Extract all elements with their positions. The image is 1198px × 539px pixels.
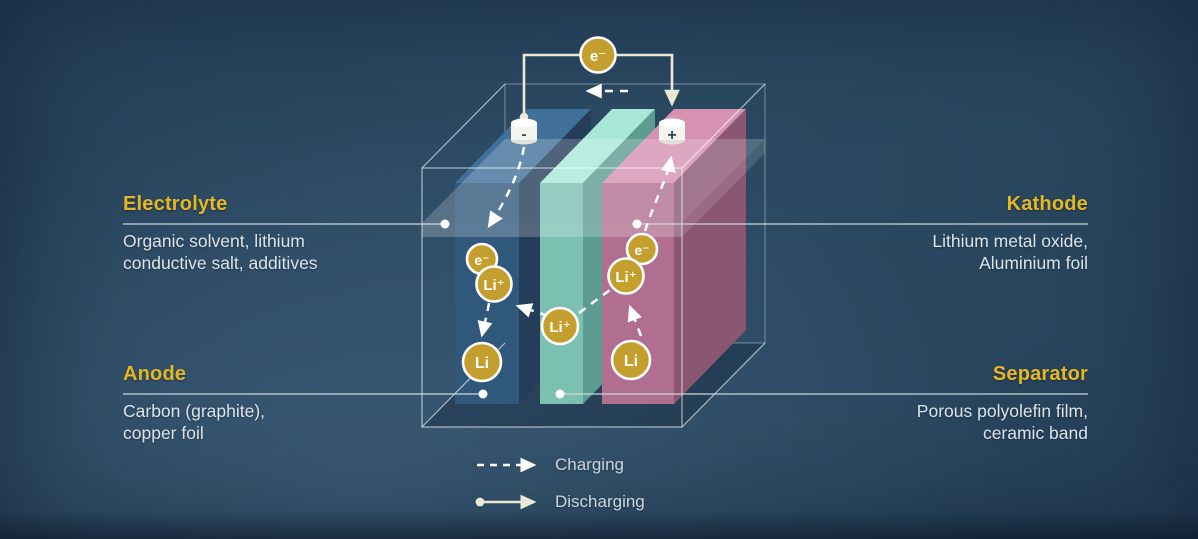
electrolyte-lead-dot (440, 219, 450, 229)
kathode-lithium-icon: Li (610, 339, 652, 381)
anode-lead-dot (478, 389, 488, 399)
case-front-edges (421, 83, 766, 428)
negative-terminal-icon: - (511, 118, 537, 145)
electrolyte-desc-line2: conductive salt, additives (123, 253, 318, 273)
electrolyte-desc-line1: Organic solvent, lithium (123, 231, 305, 251)
electrolyte-layer (422, 139, 765, 237)
separator-label-block: Separator Porous polyolefin film, cerami… (788, 362, 1088, 444)
separator-desc-line2: ceramic band (982, 423, 1088, 443)
anode-desc-line2: copper foil (123, 423, 204, 443)
anode-title: Anode (123, 363, 187, 385)
svg-text:e⁻: e⁻ (634, 242, 649, 258)
kathode-title: Kathode (1006, 193, 1088, 215)
positive-terminal-icon: + (659, 118, 685, 145)
lead-lines (123, 223, 1088, 395)
electrolyte-label-block: Electrolyte Organic solvent, lithium con… (123, 192, 423, 274)
separator-ion-icon: Li⁺ (540, 306, 580, 346)
svg-text:e⁻: e⁻ (590, 48, 606, 65)
separator-lead-dot (555, 389, 565, 399)
svg-text:Li: Li (475, 355, 489, 372)
separator-title: Separator (992, 363, 1088, 385)
kathode-desc-line2: Aluminium foil (979, 253, 1088, 273)
positive-sign: + (667, 127, 676, 144)
negative-sign: - (522, 126, 527, 143)
arrow-electron-to-plus (643, 155, 676, 232)
particles: e⁻ e⁻ Li⁺ Li Li⁺ e⁻ (461, 36, 659, 383)
svg-text:Li⁺: Li⁺ (549, 319, 570, 336)
anode-label-block: Anode Carbon (graphite), copper foil (123, 362, 423, 444)
svg-text:Li: Li (624, 353, 638, 370)
legend-discharging-arrow-icon (475, 494, 537, 510)
arrow-anode-ion-to-li (477, 302, 493, 338)
kathode-electron-icon: e⁻ (625, 232, 659, 266)
arrow-kathode-li-to-ion (627, 304, 643, 337)
kathode-lead-dot (632, 219, 642, 229)
separator-desc-line1: Porous polyolefin film, (916, 401, 1088, 421)
lead-dots (440, 219, 642, 399)
wire-electron-icon: e⁻ (579, 36, 617, 74)
kathode-desc-line1: Lithium metal oxide, (932, 231, 1088, 251)
anode-lithium-icon: Li (461, 341, 503, 383)
kathode-label-block: Kathode Lithium metal oxide, Aluminium f… (788, 192, 1088, 274)
svg-text:Li⁺: Li⁺ (615, 269, 636, 286)
anode-desc-line1: Carbon (graphite), (123, 401, 266, 421)
svg-text:Li⁺: Li⁺ (483, 277, 504, 294)
legend-discharging-label: Discharging (555, 492, 645, 511)
kathode-ion-icon: Li⁺ (607, 257, 645, 295)
electrolyte-title: Electrolyte (123, 193, 228, 215)
anode-ion-icon: Li⁺ (475, 265, 513, 303)
arrow-minus-to-electron (487, 146, 526, 229)
path-ion-to-kathode-ion (578, 288, 611, 315)
svg-text:e⁻: e⁻ (474, 252, 489, 268)
legend-charging-label: Charging (555, 455, 624, 474)
